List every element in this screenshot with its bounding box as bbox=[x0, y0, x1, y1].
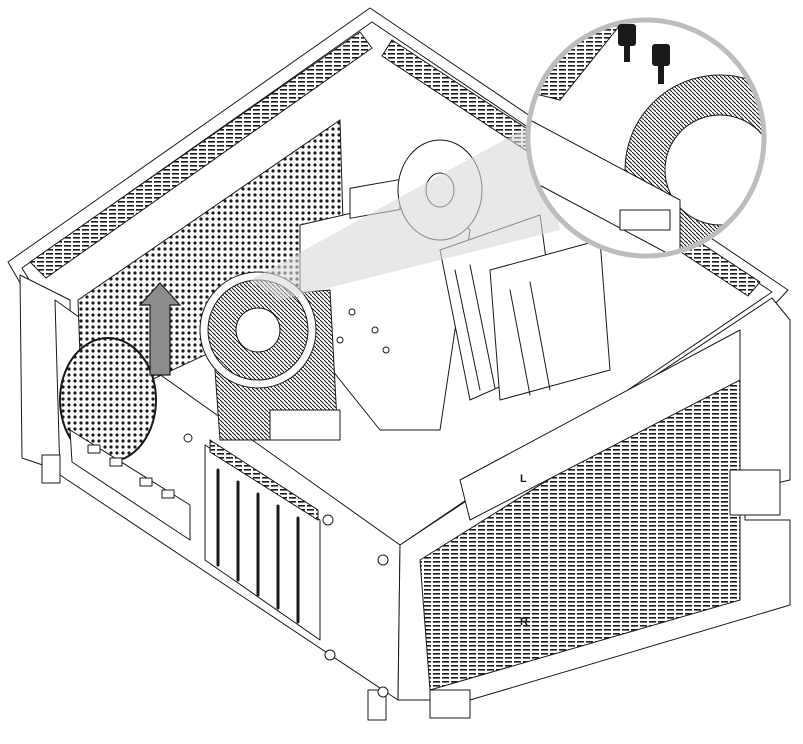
cpu-cooler bbox=[199, 271, 341, 441]
usb-port-icon bbox=[139, 477, 153, 487]
case-foot bbox=[729, 469, 781, 516]
thumb-screw-icon bbox=[183, 433, 193, 443]
thumb-screw-icon bbox=[377, 686, 389, 698]
screw-hole bbox=[382, 346, 390, 354]
left-label: L bbox=[520, 473, 527, 485]
usb-port-icon bbox=[161, 489, 175, 499]
zoom-beam bbox=[250, 120, 560, 300]
up-arrow-icon bbox=[138, 282, 182, 376]
right-label: R bbox=[520, 616, 528, 628]
thumb-screw-icon bbox=[324, 649, 336, 661]
case-foot bbox=[367, 689, 387, 721]
usb-port-icon bbox=[87, 444, 101, 454]
screw-hole bbox=[348, 308, 356, 316]
screw-hole bbox=[336, 336, 344, 344]
case-foot bbox=[41, 454, 61, 484]
expansion-slot-covers bbox=[204, 439, 321, 641]
thumb-screw-icon bbox=[652, 44, 670, 84]
thumb-screw-icon bbox=[618, 24, 636, 62]
zoom-detail-circle bbox=[525, 17, 767, 259]
thumb-screw-icon bbox=[322, 514, 334, 526]
front-panel: L R bbox=[397, 297, 791, 719]
usb-port-icon bbox=[109, 457, 123, 467]
case-foot bbox=[429, 689, 471, 719]
thumb-screw-icon bbox=[377, 554, 389, 566]
drive-cages bbox=[439, 214, 611, 401]
screw-hole bbox=[371, 326, 379, 334]
ram-module bbox=[269, 409, 341, 441]
thumb-screws bbox=[183, 433, 389, 698]
